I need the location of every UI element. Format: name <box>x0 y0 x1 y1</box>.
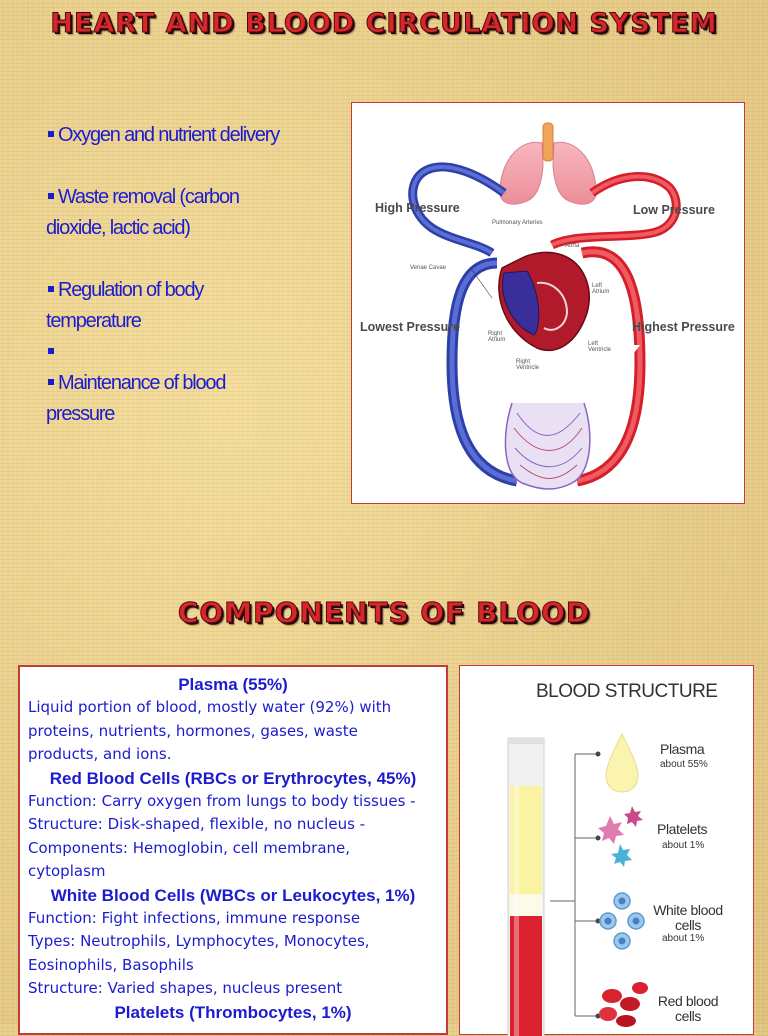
red-blood-cell-icon <box>616 1015 636 1027</box>
red-cell-layer <box>510 916 542 1036</box>
plasma-percent: about 55% <box>660 759 708 770</box>
wbc-line: Function: Fight infections, immune respo… <box>28 909 361 928</box>
wbc-line: Types: Neutrophils, Lymphocytes, Monocyt… <box>28 932 370 951</box>
plasma-heading: Plasma (55%) <box>178 675 288 694</box>
platelets-percent: about 1% <box>662 840 705 851</box>
blood-structure-figure: BLOOD STRUCTURE Plasma about 55% Platele… <box>459 665 754 1036</box>
platelet-icon <box>598 816 624 844</box>
circulation-illustration <box>408 122 681 490</box>
blood-structure-title: BLOOD STRUCTURE <box>536 681 718 702</box>
page-title: HEART AND BLOOD CIRCULATION SYSTEM <box>50 8 718 40</box>
plasma-label: Plasma <box>660 741 705 757</box>
right-lung-icon <box>552 141 597 205</box>
highest-pressure-label: Highest Pressure <box>632 320 735 334</box>
wbc-heading: White Blood Cells (WBCs or Leukocytes, 1… <box>50 885 416 905</box>
square-bullet-icon <box>48 193 54 200</box>
lowest-pressure-label: Lowest Pressure <box>360 320 461 334</box>
left-lung-icon <box>499 141 544 205</box>
square-bullet-icon <box>48 379 54 386</box>
blood-structure-illustration <box>507 732 648 1036</box>
pulmonary-arteries-label: Pulmonary Arteries <box>492 220 543 226</box>
plasma-layer <box>510 786 542 894</box>
wbc-line: Eosinophils, Basophils <box>28 955 194 974</box>
plasma-line: proteins, nutrients, hormones, gases, wa… <box>28 721 358 740</box>
heart-circulation-diagram: High Pressure Low Pressure Lowest Pressu… <box>351 102 745 504</box>
white-blood-cells-percent: about 1% <box>662 933 705 944</box>
bullet-empty <box>46 337 346 368</box>
high-pressure-label: High Pressure <box>375 201 460 215</box>
platelets-heading: Platelets (Thrombocytes, 1%) <box>114 1002 352 1022</box>
bullet-oxygen-delivery: Oxygen and nutrient delivery <box>46 120 346 151</box>
plasma-line: products, and ions. <box>28 745 172 764</box>
aorta-label: Aorta <box>565 243 580 249</box>
square-bullet-icon <box>48 286 54 293</box>
red-blood-cell-icon <box>620 997 640 1011</box>
plasma-drop-icon <box>605 732 639 793</box>
venae-cavae-label: Venae Cavae <box>410 265 447 271</box>
bullet-blood-pressure: Maintenance of blood pressure <box>46 372 226 425</box>
plasma-line: Liquid portion of blood, mostly water (9… <box>28 698 392 717</box>
bullet-temperature: Regulation of body temperature <box>46 279 204 332</box>
rbc-line: Components: Hemoglobin, cell membrane, <box>28 838 351 857</box>
platelets-label: Platelets <box>657 821 708 837</box>
square-bullet-icon <box>48 348 54 355</box>
low-pressure-label: Low Pressure <box>633 203 715 217</box>
platelet-icon <box>611 844 632 867</box>
bullet-waste-removal: Waste removal (carbon dioxide, lactic ac… <box>46 186 240 239</box>
wbc-line: Structure: Varied shapes, nucleus presen… <box>28 979 343 998</box>
rbc-line: cytoplasm <box>28 862 106 881</box>
red-blood-cell-icon <box>632 982 648 994</box>
square-bullet-icon <box>48 131 54 138</box>
functions-list: Oxygen and nutrient delivery Waste remov… <box>46 120 346 461</box>
rbc-heading: Red Blood Cells (RBCs or Erythrocytes, 4… <box>49 768 417 788</box>
red-blood-cell-icon <box>602 989 622 1003</box>
components-text-box: Plasma (55%) Liquid portion of blood, mo… <box>18 665 448 1035</box>
buffy-coat-layer <box>510 894 542 916</box>
rbc-line: Function: Carry oxygen from lungs to bod… <box>28 792 416 811</box>
rbc-line: Structure: Disk-shaped, flexible, no nuc… <box>28 815 366 834</box>
section-title: COMPONENTS OF BLOOD <box>177 596 591 630</box>
platelet-icon <box>624 806 643 827</box>
red-blood-cell-icon <box>599 1007 617 1021</box>
